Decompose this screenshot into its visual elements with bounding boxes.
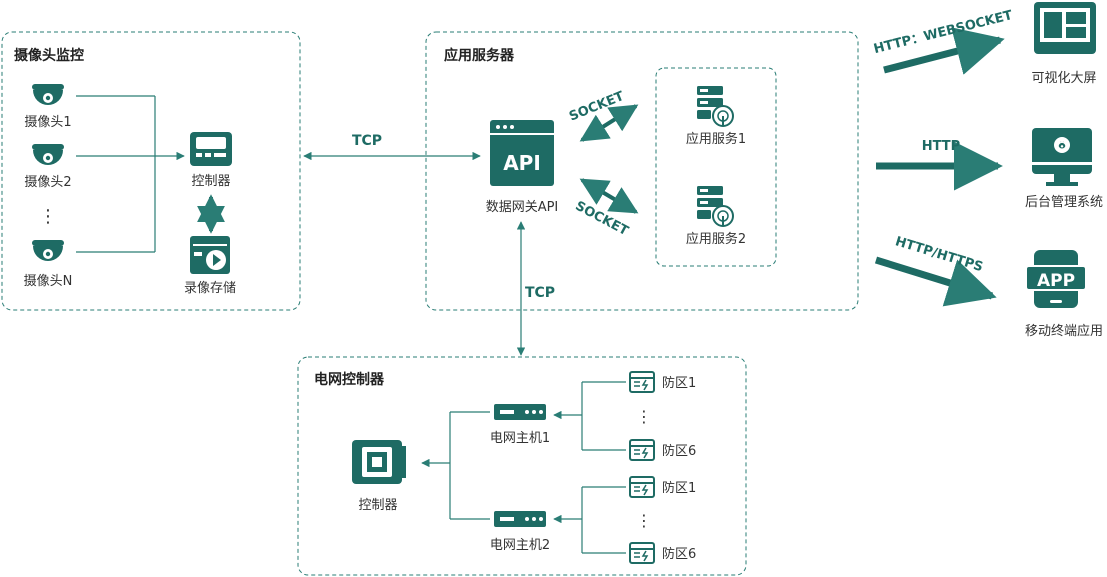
video-storage-icon bbox=[190, 236, 230, 274]
https-arrow bbox=[874, 256, 997, 307]
service-2-icon bbox=[697, 186, 734, 227]
camera-group-title: 摄像头监控 bbox=[14, 47, 84, 64]
camera-n-icon bbox=[32, 240, 64, 261]
camera-controller-icon bbox=[190, 132, 232, 166]
tcp-top-label: TCP bbox=[352, 133, 382, 149]
camera-bus-lines bbox=[76, 95, 156, 253]
host-2-icon bbox=[494, 511, 546, 527]
zone-b1-label: 防区1 bbox=[662, 480, 696, 496]
api-gateway-label: 数据网关API bbox=[486, 200, 559, 215]
big-screen-icon bbox=[1034, 2, 1096, 54]
app-icon-text: APP bbox=[1037, 271, 1075, 291]
video-storage-label: 录像存储 bbox=[184, 281, 236, 296]
service-subgroup-box bbox=[655, 67, 777, 267]
socket-2-arrow bbox=[579, 178, 639, 214]
big-screen-label: 可视化大屏 bbox=[1031, 71, 1096, 86]
service-1-label: 应用服务1 bbox=[686, 131, 746, 147]
zone-lines-a bbox=[581, 381, 626, 451]
gear-icon: ⚙ bbox=[1055, 137, 1069, 156]
app-server-group-title: 应用服务器 bbox=[444, 47, 515, 64]
websocket-label: HTTP：WEBSOCKET bbox=[872, 8, 1014, 57]
zone-b6-icon bbox=[629, 542, 655, 564]
tcp-bottom-label: TCP bbox=[525, 285, 555, 301]
zone-lines-b bbox=[581, 486, 626, 554]
host-trunk-lines bbox=[449, 411, 490, 520]
mobile-phone-icon bbox=[1025, 250, 1087, 308]
zone-a6-icon bbox=[629, 439, 655, 461]
grid-controller-label: 控制器 bbox=[358, 498, 397, 513]
camera-n-label: 摄像头N bbox=[24, 274, 73, 289]
camera-ellipsis: ⋮ bbox=[39, 206, 57, 227]
camera-2-icon bbox=[32, 144, 64, 165]
grid-group-box bbox=[297, 356, 747, 576]
admin-monitor-icon bbox=[1032, 128, 1092, 186]
zone-b6-label: 防区6 bbox=[662, 546, 696, 562]
zone-b1-icon bbox=[629, 476, 655, 498]
api-icon-text: API bbox=[503, 151, 541, 175]
service-2-label: 应用服务2 bbox=[686, 231, 746, 247]
http-label: HTTP bbox=[922, 139, 960, 154]
zone-a1-icon bbox=[629, 371, 655, 393]
zone-a-ellipsis: ⋮ bbox=[636, 407, 652, 426]
zone-a1-label: 防区1 bbox=[662, 375, 696, 391]
camera-group-box bbox=[1, 31, 301, 311]
service-1-icon bbox=[697, 86, 734, 127]
api-gateway-icon bbox=[490, 120, 554, 186]
grid-controller-icon bbox=[352, 440, 406, 484]
admin-system-label: 后台管理系统 bbox=[1025, 195, 1103, 210]
camera-1-label: 摄像头1 bbox=[24, 115, 71, 130]
socket-1-arrow bbox=[579, 104, 639, 142]
grid-group-title: 电网控制器 bbox=[314, 371, 385, 388]
app-server-group-box bbox=[425, 31, 859, 311]
zone-b-ellipsis: ⋮ bbox=[636, 511, 652, 530]
camera-2-label: 摄像头2 bbox=[24, 175, 71, 190]
host-1-icon bbox=[494, 404, 546, 420]
camera-controller-label: 控制器 bbox=[191, 174, 230, 189]
zone-a6-label: 防区6 bbox=[662, 443, 696, 459]
host-1-label: 电网主机1 bbox=[490, 431, 550, 446]
camera-1-icon bbox=[32, 84, 64, 105]
host-2-label: 电网主机2 bbox=[490, 538, 550, 553]
websocket-arrow bbox=[883, 27, 1005, 75]
mobile-app-label: 移动终端应用 bbox=[1025, 323, 1103, 339]
